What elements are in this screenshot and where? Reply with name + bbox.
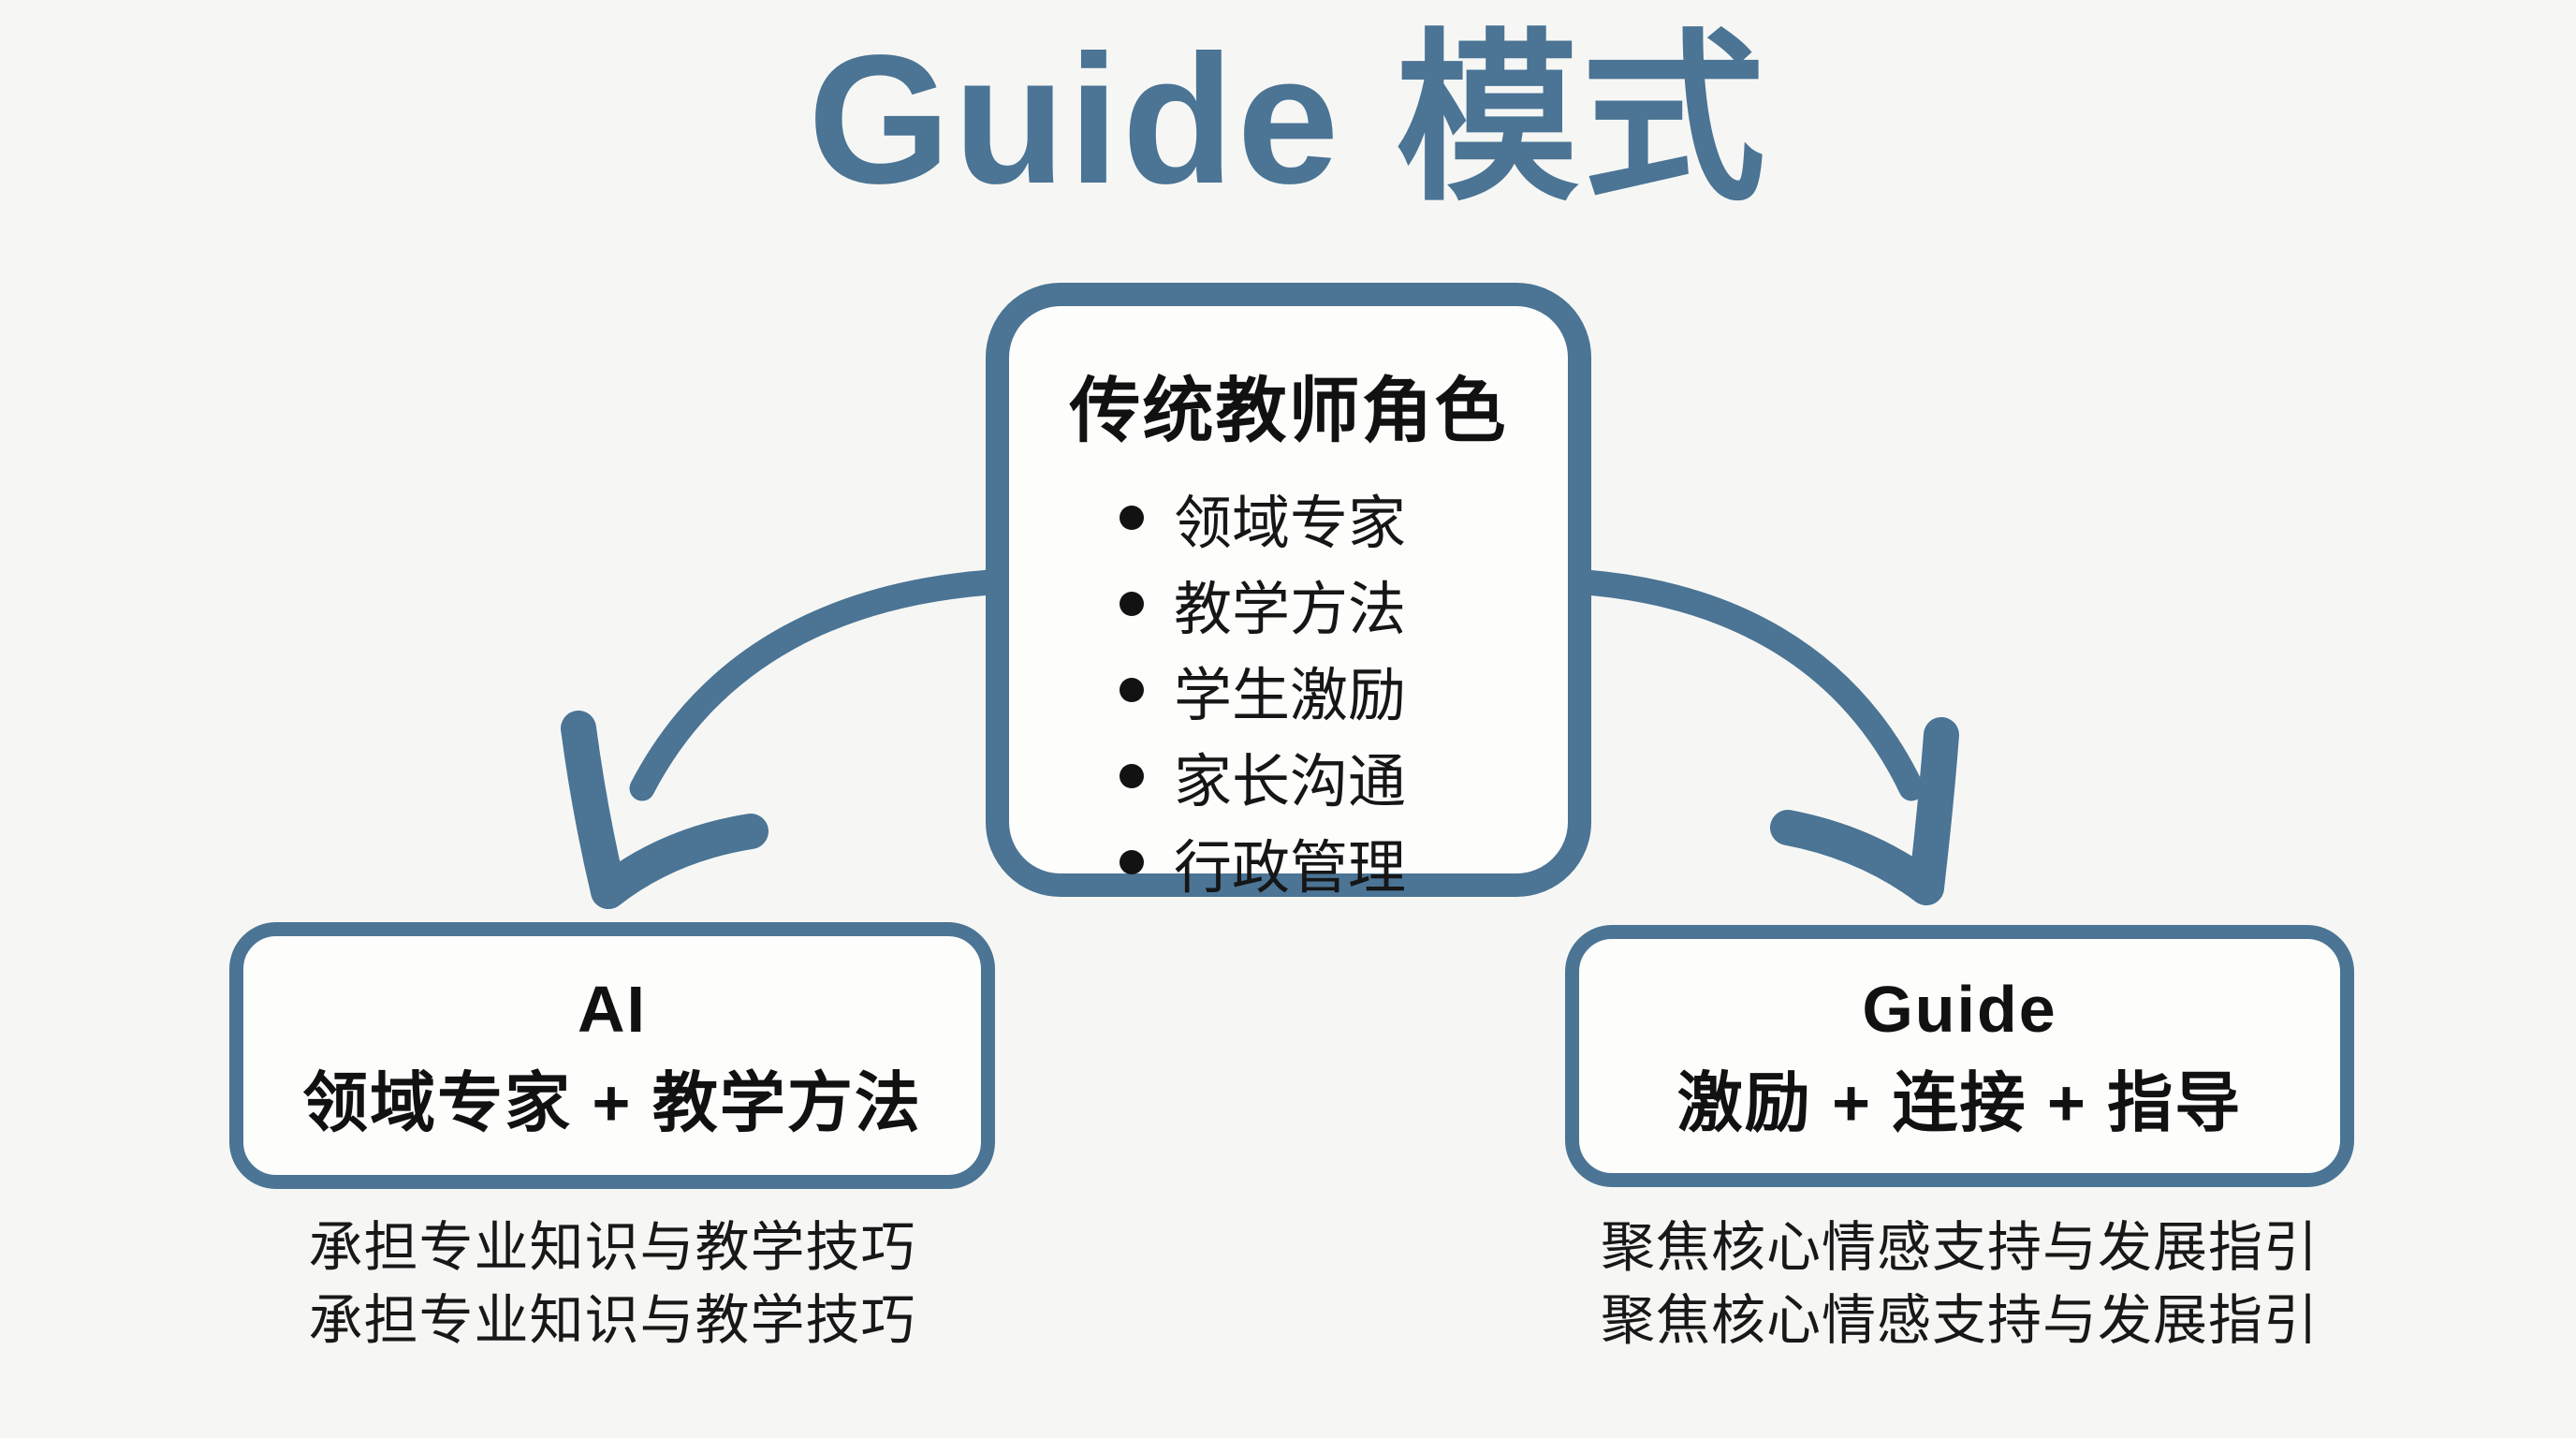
list-item: 领域专家: [1120, 475, 1568, 561]
bullet-dot: [1120, 764, 1144, 788]
ai-caption-line: 承担专业知识与教学技巧: [308, 1290, 916, 1351]
guide-caption-line: 聚焦核心情感支持与发展指引: [1600, 1290, 2319, 1351]
guide-box-title: Guide: [1862, 973, 2057, 1046]
ai-box: AI 领域专家 + 教学方法: [229, 922, 995, 1189]
left-arrow-head-side: [591, 814, 768, 909]
right-arrow-stem: [1573, 569, 1925, 801]
guide-box: Guide 激励 + 连接 + 指导: [1565, 925, 2354, 1187]
list-item-label: 行政管理: [1174, 836, 1407, 901]
right-arrow-head-side: [1770, 810, 1944, 905]
list-item: 行政管理: [1120, 819, 1568, 905]
list-item: 家长沟通: [1120, 733, 1568, 819]
center-box-heading: 传统教师角色: [1069, 372, 1508, 451]
guide-caption-line: 聚焦核心情感支持与发展指引: [1600, 1217, 2319, 1278]
right-arrow-head-back: [1909, 717, 1959, 905]
ai-caption: 承担专业知识与教学技巧 承担专业知识与教学技巧: [229, 1211, 995, 1357]
list-item-label: 学生激励: [1174, 664, 1407, 728]
list-item-label: 领域专家: [1174, 492, 1407, 556]
traditional-teacher-role-box: 传统教师角色 领域专家 教学方法 学生激励 家长沟通 行政管理: [986, 283, 1591, 901]
list-item-label: 教学方法: [1174, 578, 1407, 642]
bullet-dot: [1120, 506, 1144, 530]
ai-box-title: AI: [578, 972, 647, 1046]
ai-box-subtitle: 领域专家 + 教学方法: [302, 1065, 922, 1139]
left-arrow-stem: [629, 569, 1003, 801]
ai-caption-line: 承担专业知识与教学技巧: [308, 1217, 916, 1278]
bullet-dot: [1120, 850, 1144, 874]
list-item-label: 家长沟通: [1174, 750, 1407, 814]
guide-box-subtitle: 激励 + 连接 + 指导: [1676, 1066, 2243, 1139]
teacher-role-list: 领域专家 教学方法 学生激励 家长沟通 行政管理: [1120, 475, 1568, 905]
bullet-dot: [1120, 592, 1144, 616]
list-item: 教学方法: [1120, 561, 1568, 647]
page-title: Guide 模式: [808, 17, 1768, 222]
guide-caption: 聚焦核心情感支持与发展指引 聚焦核心情感支持与发展指引: [1549, 1211, 2370, 1357]
bullet-dot: [1120, 678, 1144, 702]
left-arrow-head-back: [561, 711, 626, 909]
right-curved-arrow: [1573, 569, 1959, 905]
left-curved-arrow: [561, 569, 1003, 909]
list-item: 学生激励: [1120, 647, 1568, 733]
